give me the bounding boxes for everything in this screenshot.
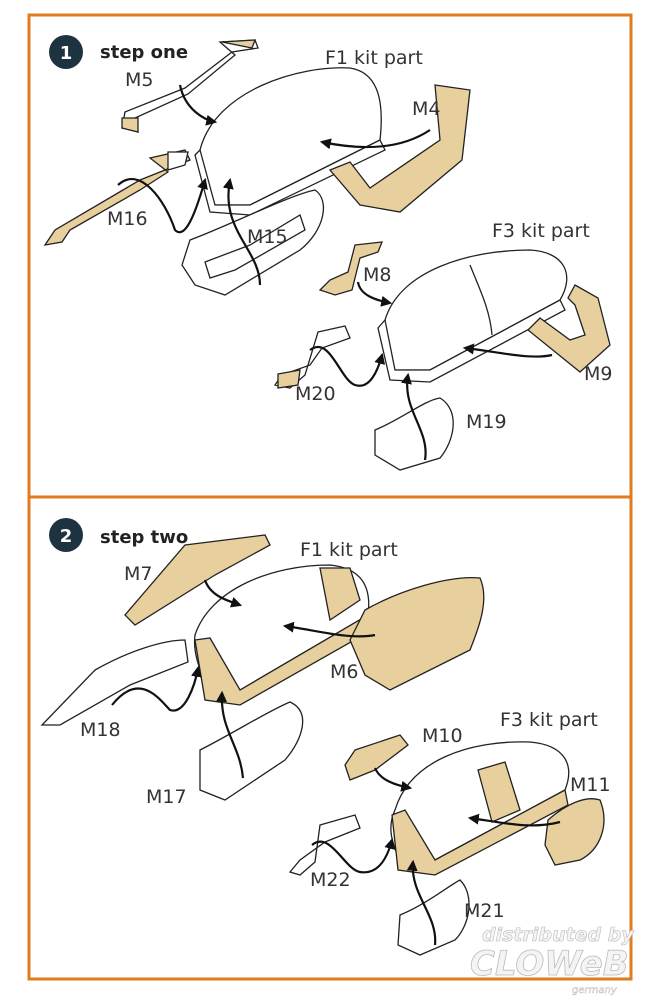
f3-kit-part-label: F3 kit part	[500, 709, 598, 731]
label-m8: M8	[363, 264, 391, 286]
label-m18: M18	[80, 719, 121, 741]
label-m6: M6	[330, 661, 358, 683]
label-m15: M15	[247, 226, 288, 248]
f1-kit-part-label: F1 kit part	[325, 47, 423, 69]
mask-m18	[40, 639, 189, 726]
mask-m11	[544, 798, 605, 866]
label-m9: M9	[584, 363, 612, 385]
mask-m21	[397, 879, 470, 956]
label-m10: M10	[422, 725, 463, 747]
watermark-line3: germany	[572, 985, 618, 996]
mask-m4	[328, 84, 471, 213]
mask-m16	[43, 149, 191, 246]
step-two-header: 2 step two	[49, 518, 188, 552]
label-m21: M21	[464, 900, 505, 922]
f1-canopy-tan-rear	[319, 567, 361, 622]
arrow-m9	[462, 343, 553, 358]
label-m19: M19	[466, 411, 507, 433]
f3-canopy-tan-band	[477, 761, 521, 823]
arrow-m20	[309, 346, 386, 387]
distributor-watermark: distributed by CLOWeB germany	[470, 924, 636, 997]
mask-m19	[374, 397, 454, 471]
step-number: 2	[60, 526, 73, 547]
watermark-logo: CLOWeB	[470, 944, 629, 984]
arrow-m10	[373, 767, 413, 792]
mask-m10	[344, 734, 409, 781]
step-badge	[49, 518, 83, 552]
mask-m5-tan-tip	[121, 117, 139, 133]
arrow-m15	[222, 177, 262, 286]
step-one-header: 1 step one	[49, 35, 188, 69]
arrow-m19	[401, 372, 427, 461]
arrow-m22	[311, 837, 396, 874]
arrow-m7	[203, 579, 243, 608]
step-title: step one	[100, 42, 188, 63]
step-two-panel	[27, 495, 633, 981]
arrow-m8	[356, 281, 393, 307]
step-title: step two	[100, 527, 188, 548]
mask-m20-tan	[277, 369, 301, 389]
mask-m17	[199, 701, 304, 801]
label-m17: M17	[146, 786, 187, 808]
f3-kit-part-label: F3 kit part	[492, 220, 590, 242]
mask-m6	[349, 576, 485, 691]
arrow-m4	[319, 129, 431, 150]
label-m4: M4	[412, 98, 440, 120]
label-m11: M11	[570, 774, 611, 796]
mask-m7	[124, 534, 271, 626]
arrow-m18	[111, 665, 202, 712]
mask-m8	[318, 241, 384, 296]
label-m16: M16	[107, 208, 148, 230]
mask-m22	[288, 814, 361, 876]
arrow-m16	[117, 177, 208, 234]
f3-canopy-seam	[469, 264, 493, 336]
f1-kit-part-label: F1 kit part	[300, 539, 398, 561]
label-m22: M22	[310, 869, 351, 891]
arrow-m11	[467, 813, 561, 827]
step-number: 1	[60, 43, 73, 64]
arrow-m6	[282, 621, 376, 638]
mask-m16-end	[167, 151, 189, 171]
mask-m5-tan	[221, 39, 256, 49]
arrow-m21	[406, 859, 437, 946]
mask-m15-inner	[204, 214, 306, 279]
watermark-line1: distributed by	[482, 924, 635, 946]
step-badge	[49, 35, 83, 69]
label-m7: M7	[124, 563, 152, 585]
arrow-m17	[216, 690, 245, 779]
label-m20: M20	[295, 383, 336, 405]
arrow-m5	[178, 84, 218, 126]
mask-m9	[527, 284, 611, 373]
label-m5: M5	[125, 69, 153, 91]
